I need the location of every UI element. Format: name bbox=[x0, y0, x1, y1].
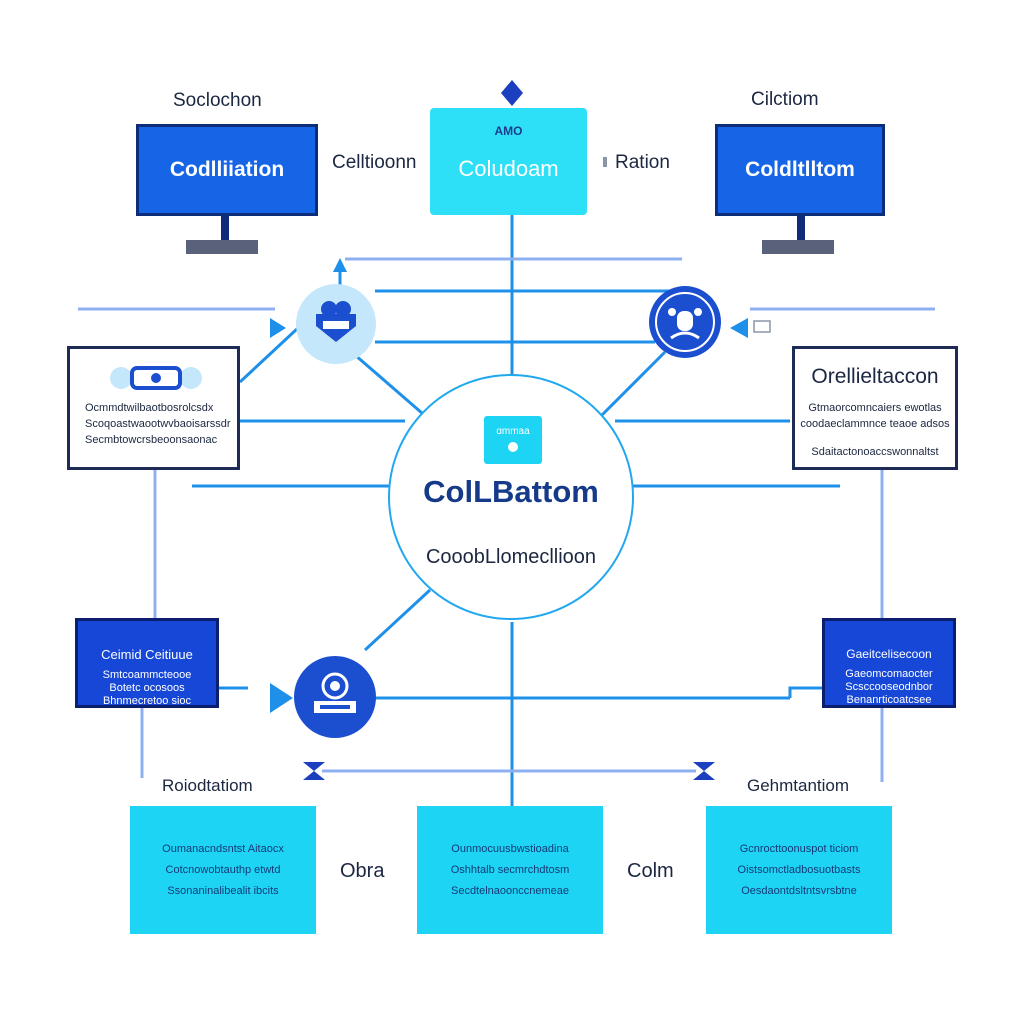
right-monitor-base bbox=[762, 240, 834, 254]
center-left-label: Celltioonn bbox=[332, 152, 417, 173]
left-panel-line-2: Scoqoastwaootwvbaoisarssdr bbox=[85, 418, 231, 430]
bottom-card-2-line-3: Secdtelnaoonccnemeae bbox=[450, 884, 570, 897]
mascot-badge-icon bbox=[296, 284, 376, 364]
mid-right-card-line-1: Gaeomcomaocter bbox=[845, 668, 933, 680]
top-right-label: Cilctiom bbox=[751, 89, 819, 110]
bottom-left-label: Roiodtatiom bbox=[162, 776, 253, 795]
hub-circle: ɑmmaa ColLBattom CooobLlomecllioon bbox=[388, 374, 634, 620]
hub-chip-icon: ɑmmaa bbox=[484, 416, 542, 464]
left-monitor-text: Codlliiation bbox=[169, 158, 285, 181]
mid-left-card-line-3: Bhnmecretoo sioc bbox=[102, 695, 192, 707]
bottom-card-3: Gcnrocttoonuspot ticiom Oistsomctladbosu… bbox=[706, 806, 892, 934]
right-panel-line-1: Gtmaorcomncaiers ewotlas bbox=[808, 402, 942, 414]
bottom-card-2-line-1: Ounmocuusbwstioadina bbox=[451, 842, 569, 855]
right-monitor-text: Coldltlltom bbox=[745, 158, 855, 181]
diamond-marker-icon bbox=[501, 80, 523, 106]
bottom-card-3-line-1: Gcnrocttoonuspot ticiom bbox=[739, 842, 859, 855]
left-panel-line-3: Secmbtowcrsbeoonsaonac bbox=[85, 434, 218, 446]
right-monitor: Coldltlltom bbox=[715, 124, 885, 216]
hourglass-connector-icon bbox=[303, 762, 715, 780]
hub-subtitle: CooobLlomecllioon bbox=[425, 546, 597, 568]
hub-badge-text: ɑmmaa bbox=[496, 426, 530, 437]
mid-right-card: Gaeitcelisecoon Gaeomcomaocter Scsccoose… bbox=[822, 618, 956, 708]
mid-left-card-line-2: Botetc ocosoos bbox=[109, 682, 185, 694]
bottom-between-left-label: Obra bbox=[340, 860, 385, 882]
left-monitor-neck bbox=[221, 216, 229, 240]
right-panel-title: Orellieltaccon bbox=[811, 365, 939, 388]
top-center-card: AMO Coludoam bbox=[430, 108, 587, 215]
mid-right-card-line-2: Scsccooseodnbor bbox=[845, 681, 933, 693]
robot-face-icon bbox=[649, 286, 721, 358]
top-center-card-badge: AMO bbox=[494, 124, 523, 138]
left-panel-line-1: Ocmmdtwilbaotbosrolcsdx bbox=[85, 402, 214, 414]
left-monitor-base bbox=[186, 240, 258, 254]
hub-title: ColLBattom bbox=[423, 474, 599, 509]
bottom-card-1-line-2: Cotcnowobtauthp etwtd bbox=[165, 863, 281, 876]
center-right-label: Ration bbox=[615, 152, 670, 173]
bottom-card-1-line-3: Ssonaninalibealit ibcits bbox=[167, 884, 279, 897]
mid-right-card-title: Gaeitcelisecoon bbox=[846, 647, 932, 661]
mid-left-card-title: Ceimid Ceitiuue bbox=[101, 647, 193, 662]
target-node-icon bbox=[294, 656, 376, 738]
mid-left-card: Ceimid Ceitiuue Smtcoammcteooe Botetc oc… bbox=[75, 618, 219, 708]
left-monitor: Codlliiation bbox=[136, 124, 318, 216]
right-panel-line-3: Sdaitactonoaccswonnaltst bbox=[811, 446, 939, 458]
left-info-panel: Ocmmdtwilbaotbosrolcsdx Scoqoastwaootwvb… bbox=[67, 346, 240, 470]
gear-chip-icon bbox=[108, 365, 204, 396]
top-center-card-title: Coludoam bbox=[458, 156, 559, 181]
top-left-label: Soclochon bbox=[173, 90, 262, 111]
bottom-card-3-line-2: Oistsomctladbosuotbasts bbox=[737, 863, 861, 876]
bottom-right-label: Gehmtantiom bbox=[747, 776, 850, 795]
mid-right-card-line-3: Benanrticoatcsee bbox=[846, 694, 932, 706]
mid-left-card-line-1: Smtcoammcteooe bbox=[102, 669, 192, 681]
bottom-card-1: Oumanacndsntst Aitaocx Cotcnowobtauthp e… bbox=[130, 806, 316, 934]
right-monitor-neck bbox=[797, 216, 805, 240]
bottom-card-3-line-3: Oesdaontdsltntsvrsbtne bbox=[741, 884, 857, 897]
center-right-dot bbox=[603, 157, 607, 167]
bottom-card-1-line-1: Oumanacndsntst Aitaocx bbox=[162, 842, 284, 855]
bottom-between-right-label: Colm bbox=[627, 860, 674, 882]
right-info-panel: Orellieltaccon Gtmaorcomncaiers ewotlas … bbox=[792, 346, 958, 470]
bottom-card-2-line-2: Oshhtalb secmrchdtosm bbox=[450, 863, 570, 876]
bottom-card-2: Ounmocuusbwstioadina Oshhtalb secmrchdto… bbox=[417, 806, 603, 934]
right-panel-line-2: coodaeclammnce teaoe adsos bbox=[800, 418, 950, 430]
